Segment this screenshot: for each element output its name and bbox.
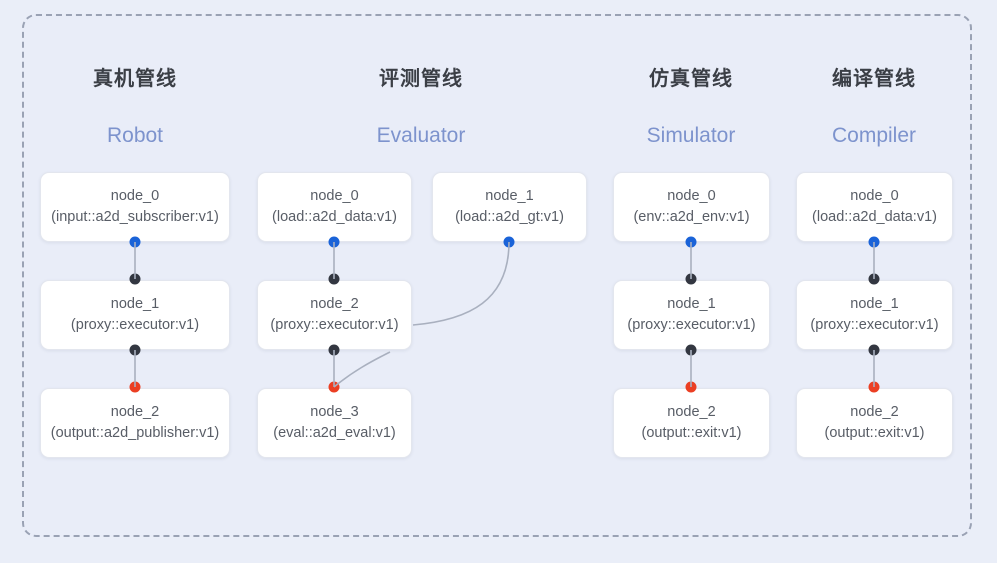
column-title-cn-robot: 真机管线 [93,68,177,90]
node-label-type: (load::a2d_gt:v1) [455,209,564,225]
node-compiler-2[interactable]: node_2 (output::exit:v1) [796,388,953,458]
node-compiler-1[interactable]: node_1 (proxy::executor:v1) [796,280,953,350]
port-input-evaluator-3[interactable] [328,381,340,393]
column-title-cn-evaluator: 评测管线 [379,68,463,90]
port-output-evaluator-1[interactable] [503,236,515,248]
column-title-cn-compiler: 编译管线 [832,68,916,90]
node-label-name: node_2 [667,404,716,420]
node-evaluator-2[interactable]: node_2 (proxy::executor:v1) [257,280,412,350]
port-input-simulator-1[interactable] [685,273,697,285]
node-label-type: (proxy::executor:v1) [810,317,939,333]
node-label-type: (env::a2d_env:v1) [633,209,750,225]
node-label-type: (eval::a2d_eval:v1) [273,425,396,441]
node-compiler-0[interactable]: node_0 (load::a2d_data:v1) [796,172,953,242]
port-output-evaluator-2[interactable] [328,344,340,356]
node-label-name: node_2 [850,404,899,420]
port-output-simulator-1[interactable] [685,344,697,356]
port-output-evaluator-0[interactable] [328,236,340,248]
node-label-name: node_0 [850,188,899,204]
node-label-type: (output::exit:v1) [824,425,925,441]
node-label-name: node_1 [850,296,899,312]
port-output-robot-0[interactable] [129,236,141,248]
column-title-en-robot: Robot [106,124,164,147]
node-label-name: node_1 [485,188,534,204]
port-input-simulator-2[interactable] [685,381,697,393]
diagram-frame [22,14,972,537]
column-title-en-simulator: Simulator [646,124,736,147]
node-simulator-0[interactable]: node_0 (env::a2d_env:v1) [613,172,770,242]
column-title-en-compiler: Compiler [831,124,917,147]
node-label-type: (input::a2d_subscriber:v1) [51,209,219,225]
node-robot-2[interactable]: node_2 (output::a2d_publisher:v1) [40,388,230,458]
port-input-evaluator-2[interactable] [328,273,340,285]
port-output-compiler-1[interactable] [868,344,880,356]
node-label-name: node_2 [310,296,359,312]
node-robot-1[interactable]: node_1 (proxy::executor:v1) [40,280,230,350]
node-label-type: (load::a2d_data:v1) [272,209,397,225]
node-label-name: node_0 [667,188,716,204]
node-evaluator-3[interactable]: node_3 (eval::a2d_eval:v1) [257,388,412,458]
node-evaluator-0[interactable]: node_0 (load::a2d_data:v1) [257,172,412,242]
node-label-name: node_3 [310,404,359,420]
port-output-simulator-0[interactable] [685,236,697,248]
node-label-type: (output::exit:v1) [641,425,742,441]
node-label-type: (proxy::executor:v1) [70,317,200,333]
node-label-name: node_2 [110,404,160,420]
node-label-name: node_0 [110,188,160,204]
node-label-type: (proxy::executor:v1) [270,317,399,333]
column-title-en-evaluator: Evaluator [376,124,466,147]
node-label-name: node_1 [110,296,160,312]
node-simulator-2[interactable]: node_2 (output::exit:v1) [613,388,770,458]
port-output-compiler-0[interactable] [868,236,880,248]
port-output-robot-1[interactable] [129,344,141,356]
node-label-type: (proxy::executor:v1) [627,317,756,333]
node-label-type: (load::a2d_data:v1) [812,209,937,225]
port-input-robot-2[interactable] [129,381,141,393]
port-input-robot-1[interactable] [129,273,141,285]
column-title-cn-simulator: 仿真管线 [649,68,733,90]
node-evaluator-1[interactable]: node_1 (load::a2d_gt:v1) [432,172,587,242]
port-input-compiler-1[interactable] [868,273,880,285]
node-label-type: (output::a2d_publisher:v1) [50,425,220,441]
node-label-name: node_0 [310,188,359,204]
node-label-name: node_1 [667,296,716,312]
node-robot-0[interactable]: node_0 (input::a2d_subscriber:v1) [40,172,230,242]
node-simulator-1[interactable]: node_1 (proxy::executor:v1) [613,280,770,350]
port-input-compiler-2[interactable] [868,381,880,393]
